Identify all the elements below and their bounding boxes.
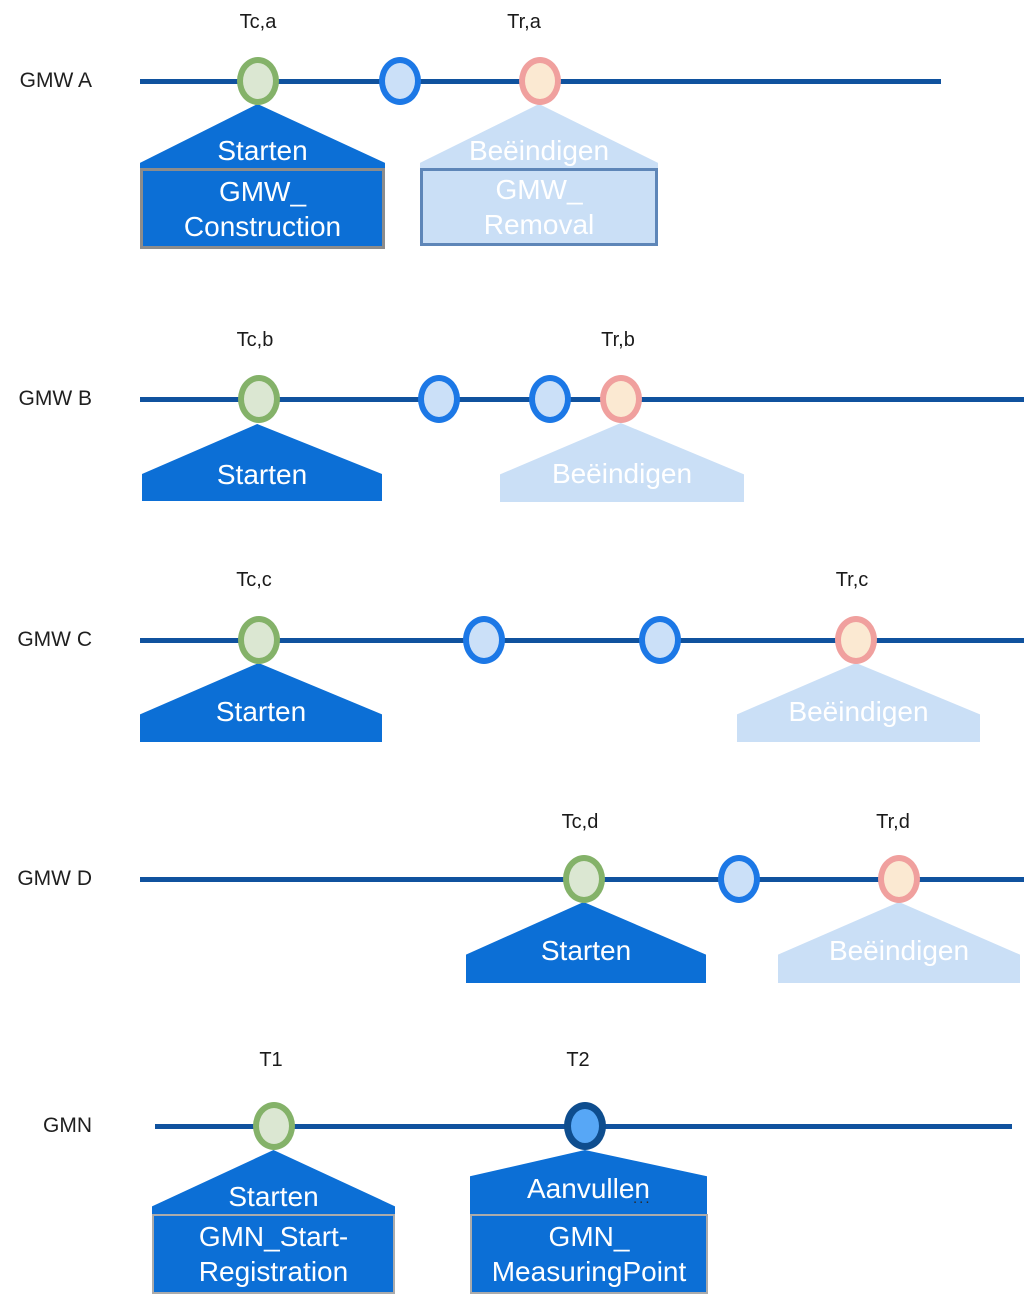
event-marker-intermediate <box>718 855 760 903</box>
box-label-line: Registration <box>198 1256 349 1287</box>
event-marker-intermediate <box>418 375 460 423</box>
callout-title: Beëindigen <box>468 135 610 166</box>
event-marker-end <box>600 375 642 423</box>
row-label-gmn: GMN <box>43 1114 92 1137</box>
event-callout-pentagon: Beëindigen <box>420 104 658 168</box>
event-callout-pentagon: Aanvullen <box>470 1150 707 1214</box>
event-marker-end <box>519 57 561 105</box>
event-callout-pentagon: Beëindigen <box>737 663 980 742</box>
callout-title: Starten <box>217 135 308 166</box>
box-label-line: Construction <box>183 210 342 242</box>
row-label-gmw-a: GMW A <box>19 69 92 92</box>
time-label: Tc,c <box>236 569 272 591</box>
time-label: Tr,b <box>601 329 635 351</box>
event-callout-pentagon: Starten <box>140 104 385 168</box>
box-label-line: GMW_ <box>218 175 307 207</box>
event-block-box: GMN_ MeasuringPoint <box>470 1214 708 1294</box>
time-label: Tr,d <box>876 811 910 833</box>
box-label-line: MeasuringPoint <box>491 1256 687 1287</box>
time-label: T2 <box>566 1049 590 1071</box>
event-callout-pentagon: Starten <box>152 1150 395 1214</box>
time-label: Tc,a <box>239 11 277 33</box>
time-label: T1 <box>259 1049 283 1071</box>
box-label-line: GMW_ <box>495 174 583 205</box>
timeline-line-gmw-c <box>140 638 1024 643</box>
callout-title: Starten <box>216 459 308 490</box>
row-label-gmw-d: GMW D <box>17 867 92 890</box>
event-callout-pentagon: Beëindigen <box>778 902 1020 983</box>
event-block-box: GMN_Start- Registration <box>152 1214 395 1294</box>
event-marker-start <box>253 1102 295 1150</box>
event-marker-intermediate <box>379 57 421 105</box>
event-marker-intermediate <box>463 616 505 664</box>
event-marker-start <box>563 855 605 903</box>
event-callout-pentagon: Starten <box>142 424 382 501</box>
row-label-gmw-b: GMW B <box>18 387 93 410</box>
event-block-box: GMW_ Removal <box>420 168 658 246</box>
row-label-gmw-c: GMW C <box>17 628 92 651</box>
time-label: Tc,d <box>561 811 599 833</box>
event-block-box: GMW_Construction <box>140 168 385 249</box>
timeline-line-gmw-b <box>140 397 1024 402</box>
box-label-line: Removal <box>483 209 595 240</box>
event-callout-pentagon: Beëindigen <box>500 423 744 502</box>
callout-ellipsis: ... <box>633 1190 652 1207</box>
event-marker-start <box>238 375 280 423</box>
event-callout-pentagon: Starten <box>140 663 382 742</box>
callout-title: Starten <box>540 935 632 966</box>
time-label: Tr,a <box>507 11 541 33</box>
callout-title: Beëindigen <box>551 458 693 489</box>
callout-title: Starten <box>228 1181 319 1212</box>
callout-title: Starten <box>215 696 307 727</box>
event-marker-intermediate <box>529 375 571 423</box>
box-label-line: GMN_ <box>548 1221 630 1252</box>
event-callout-pentagon: Starten <box>466 902 706 983</box>
event-marker-end <box>878 855 920 903</box>
event-marker-start <box>238 616 280 664</box>
event-marker-measuring <box>564 1102 606 1150</box>
callout-title: Beëindigen <box>828 935 970 966</box>
box-label-line: GMN_Start- <box>198 1221 349 1252</box>
time-label: Tc,b <box>236 329 274 351</box>
event-marker-start <box>237 57 279 105</box>
event-marker-intermediate <box>639 616 681 664</box>
event-marker-end <box>835 616 877 664</box>
callout-title: Beëindigen <box>788 696 929 727</box>
time-label: Tr,c <box>835 569 869 591</box>
callout-title: Aanvullen <box>527 1173 650 1204</box>
